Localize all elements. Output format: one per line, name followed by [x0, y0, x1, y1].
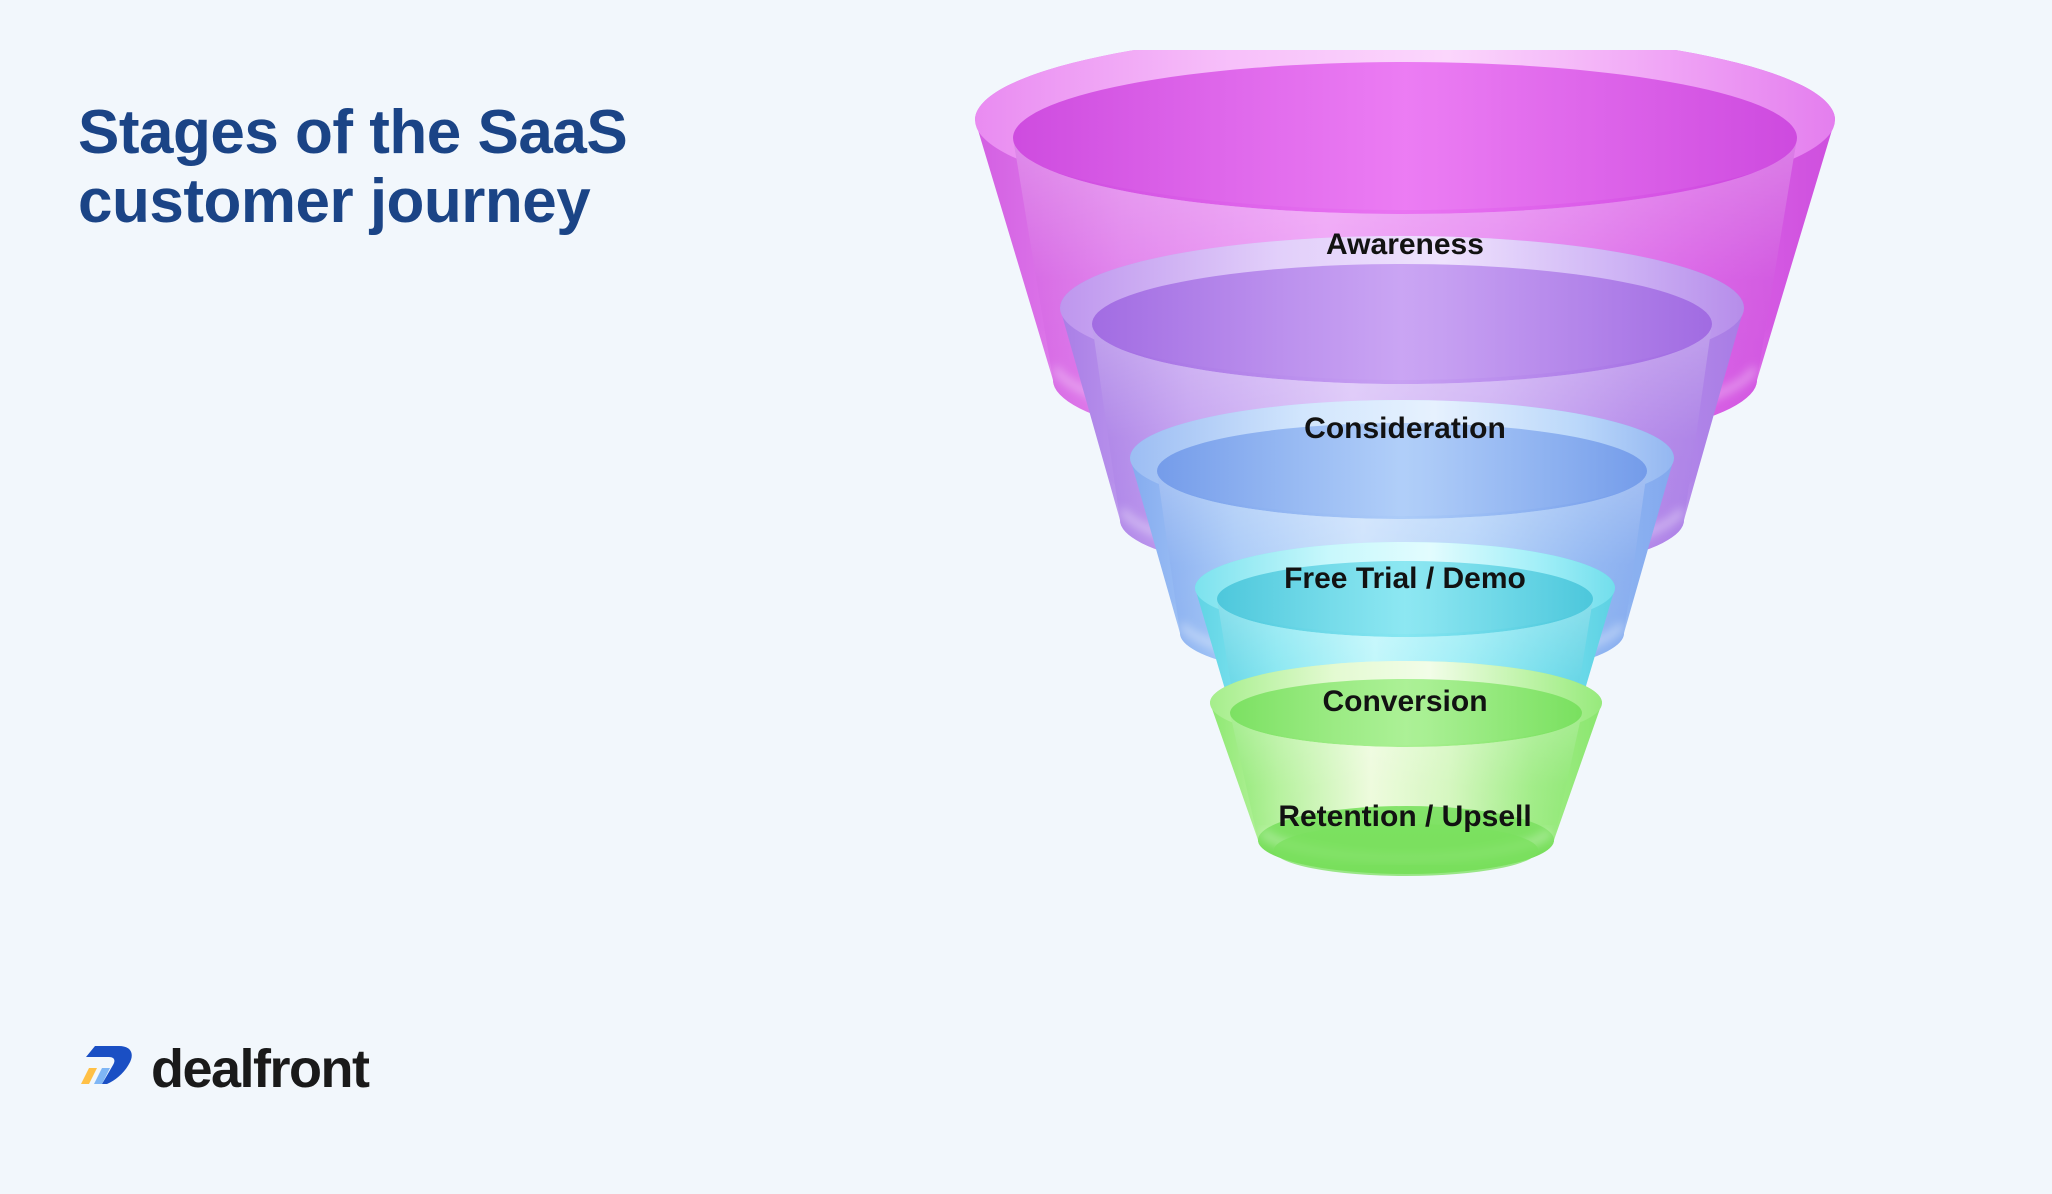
- stage-inner: [1217, 561, 1593, 637]
- funnel-chart: Awareness Consideration Free Trial / Dem…: [780, 50, 2030, 1130]
- stage-inner: [1013, 62, 1797, 214]
- stage-inner: [1092, 264, 1712, 384]
- funnel-svg: [975, 50, 1835, 876]
- logo-accent-lightblue: [94, 1068, 110, 1084]
- stage-base-inner: [1274, 824, 1538, 876]
- funnel-stage-retention-upsell: [1210, 661, 1602, 876]
- stage-inner: [1157, 423, 1647, 519]
- dealfront-arrow-mark: [81, 1046, 132, 1084]
- dealfront-logo: dealfront: [75, 1039, 370, 1099]
- stage-inner: [1230, 679, 1582, 747]
- page-title: Stages of the SaaS customer journey: [78, 98, 628, 237]
- page-title-block: Stages of the SaaS customer journey: [78, 98, 698, 237]
- logo-wordmark: dealfront: [151, 1039, 370, 1099]
- logo-accent-yellow: [81, 1068, 97, 1084]
- logo-arrow: [86, 1046, 132, 1084]
